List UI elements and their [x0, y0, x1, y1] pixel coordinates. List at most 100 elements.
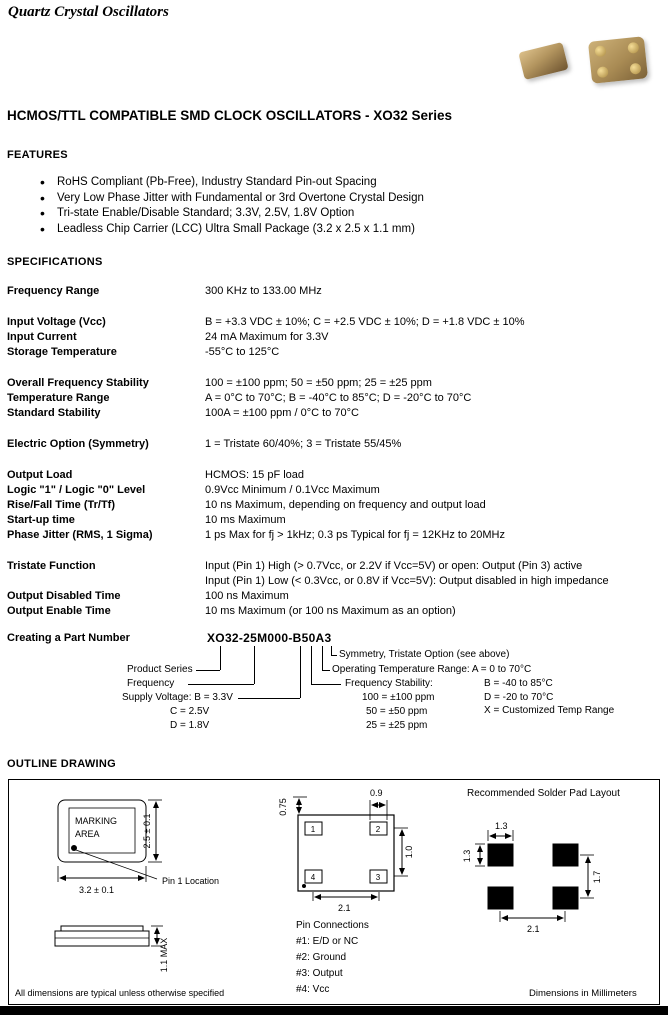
package-bottom-outline	[297, 814, 395, 892]
solder-dim-right-label: 1.7	[592, 871, 602, 884]
pn-label-supply-d: D = 1.8V	[170, 720, 210, 731]
pad-3	[369, 869, 388, 884]
spec-label: Storage Temperature	[7, 346, 117, 358]
dim-pad-pitch-label: 2.1	[338, 903, 351, 913]
chip-pad-dot	[629, 62, 642, 75]
spec-row: Logic "1" / Logic "0" Level 0.9Vcc Minim…	[7, 483, 668, 498]
spec-value: Input (Pin 1) High (> 0.7Vcc, or 2.2V if…	[205, 560, 609, 587]
pin-connection-item: #2: Ground	[296, 952, 346, 963]
dim-pad-offset-label: 0.75	[278, 798, 288, 816]
spec-row: Start-up time 10 ms Maximum	[7, 513, 668, 528]
pin-connection-item: #1: E/D or NC	[296, 936, 358, 947]
pn-label-frequency-stability: Frequency Stability:	[345, 678, 433, 689]
spec-row: Frequency Range 300 KHz to 133.00 MHz	[7, 284, 668, 299]
solder-pad-bl	[487, 886, 514, 910]
solder-pad-drawing	[475, 830, 594, 922]
spec-label: Output Enable Time	[7, 605, 111, 617]
pin-connections-heading: Pin Connections	[296, 920, 369, 931]
spec-value: 1 ps Max for fj > 1kHz; 0.3 ps Typical f…	[205, 529, 505, 541]
pn-label-temp-b: B = -40 to 85°C	[484, 678, 553, 689]
pn-label-fs-50: 50 = ±50 ppm	[366, 706, 428, 717]
outline-footer-left: All dimensions are typical unless otherw…	[15, 988, 224, 998]
connector-line	[188, 684, 254, 685]
spec-row: Input Current 24 mA Maximum for 3.3V	[7, 330, 668, 345]
spec-label: Input Current	[7, 331, 77, 343]
pn-label-supply-voltage: Supply Voltage: B = 3.3V	[122, 692, 233, 703]
pn-label-frequency: Frequency	[127, 678, 175, 689]
part-number-heading: Creating a Part Number	[7, 632, 130, 644]
pad-2	[369, 821, 388, 836]
connector-line	[300, 646, 301, 698]
side-view-body	[54, 930, 150, 947]
feature-item: Leadless Chip Carrier (LCC) Ultra Small …	[40, 222, 424, 238]
connector-line	[311, 646, 312, 684]
solder-pad-tr	[552, 843, 579, 867]
pin1-index-dot	[302, 884, 306, 888]
connector-line	[311, 684, 341, 685]
features-list: RoHS Compliant (Pb-Free), Industry Stand…	[40, 175, 424, 237]
pin1-leader-line	[75, 849, 158, 880]
feature-item: Tri-state Enable/Disable Standard; 3.3V,…	[40, 206, 424, 222]
package-top-outline	[57, 799, 147, 863]
spec-label: Temperature Range	[7, 392, 110, 404]
solder-dim-left-label: 1.3	[462, 850, 472, 863]
outline-drawing: MARKING AREA 2.5 ± 0.1 3.2 ± 0.1 Pin 1 L…	[15, 788, 637, 999]
spec-value: 10 ns Maximum, depending on frequency an…	[205, 499, 486, 511]
spec-label: Start-up time	[7, 514, 75, 526]
chip-pad-dot	[596, 66, 609, 79]
spec-value: 0.9Vcc Minimum / 0.1Vcc Maximum	[205, 484, 380, 496]
part-number-value: XO32-25M000-B50A3	[207, 631, 332, 645]
pn-label-fs-100: 100 = ±100 ppm	[362, 692, 435, 703]
spec-label: Standard Stability	[7, 407, 101, 419]
spec-row: Electric Option (Symmetry) 1 = Tristate …	[7, 437, 668, 452]
pn-label-temp-d: D = -20 to 70°C	[484, 692, 554, 703]
page-title: HCMOS/TTL COMPATIBLE SMD CLOCK OSCILLATO…	[7, 108, 453, 123]
solder-dim-top-label: 1.3	[495, 821, 508, 831]
pn-label-product-series: Product Series	[127, 664, 193, 675]
pin-connection-item: #3: Output	[296, 968, 343, 979]
connector-line	[254, 646, 255, 684]
outline-drawing-box: MARKING AREA 2.5 ± 0.1 3.2 ± 0.1 Pin 1 L…	[8, 779, 660, 1005]
connector-line	[331, 646, 332, 655]
connector-line	[322, 646, 323, 670]
pad-2-number: 2	[376, 825, 381, 834]
product-photo-small-chip	[518, 41, 569, 81]
pad-4	[304, 869, 323, 884]
side-view-drawing	[54, 925, 163, 947]
footprint-drawing	[293, 796, 408, 901]
pad-4-number: 4	[311, 873, 316, 882]
spec-value: 10 ms Maximum (or 100 ns Maximum as an o…	[205, 605, 456, 617]
dim-pad-gap-label: 1.0	[404, 846, 414, 859]
spec-row: Input Voltage (Vcc) B = +3.3 VDC ± 10%; …	[7, 315, 668, 330]
document-header-title: Quartz Crystal Oscillators	[8, 4, 169, 20]
dim-pad-width-label: 0.9	[370, 788, 383, 798]
marking-area-label-line2: AREA	[75, 829, 100, 839]
spec-row: Storage Temperature -55°C to 125°C	[7, 345, 668, 360]
dim-thickness-label: 1.1 MAX	[159, 938, 169, 973]
side-view-lid	[60, 925, 144, 932]
connector-line	[322, 670, 330, 671]
part-number-diagram: Creating a Part Number XO32-25M000-B50A3…	[0, 631, 668, 743]
connector-line	[220, 646, 221, 670]
spec-row: Output Enable Time 10 ms Maximum (or 100…	[7, 604, 668, 619]
specifications-table: Frequency Range 300 KHz to 133.00 MHz In…	[7, 284, 668, 619]
spec-label: Overall Frequency Stability	[7, 377, 149, 389]
page-bottom-bar	[0, 1006, 668, 1015]
spec-label: Electric Option (Symmetry)	[7, 438, 149, 450]
spec-row: Output Disabled Time 100 ns Maximum	[7, 589, 668, 604]
spec-value: -55°C to 125°C	[205, 346, 280, 358]
spec-value: 10 ms Maximum	[205, 514, 286, 526]
spec-row: Temperature Range A = 0°C to 70°C; B = -…	[7, 391, 668, 406]
spec-row: Rise/Fall Time (Tr/Tf) 10 ns Maximum, de…	[7, 498, 668, 513]
connector-line	[238, 698, 300, 699]
pn-label-supply-c: C = 2.5V	[170, 706, 210, 717]
dim-height-label: 2.5 ± 0.1	[142, 814, 152, 849]
spec-label: Logic "1" / Logic "0" Level	[7, 484, 146, 496]
spec-row: Standard Stability 100A = ±100 ppm / 0°C…	[7, 406, 668, 421]
spec-label: Output Load	[7, 469, 73, 481]
pin-connection-item: #4: Vcc	[296, 984, 329, 995]
pad-3-number: 3	[376, 873, 381, 882]
connector-line	[331, 655, 337, 656]
spec-label: Tristate Function	[7, 560, 96, 572]
